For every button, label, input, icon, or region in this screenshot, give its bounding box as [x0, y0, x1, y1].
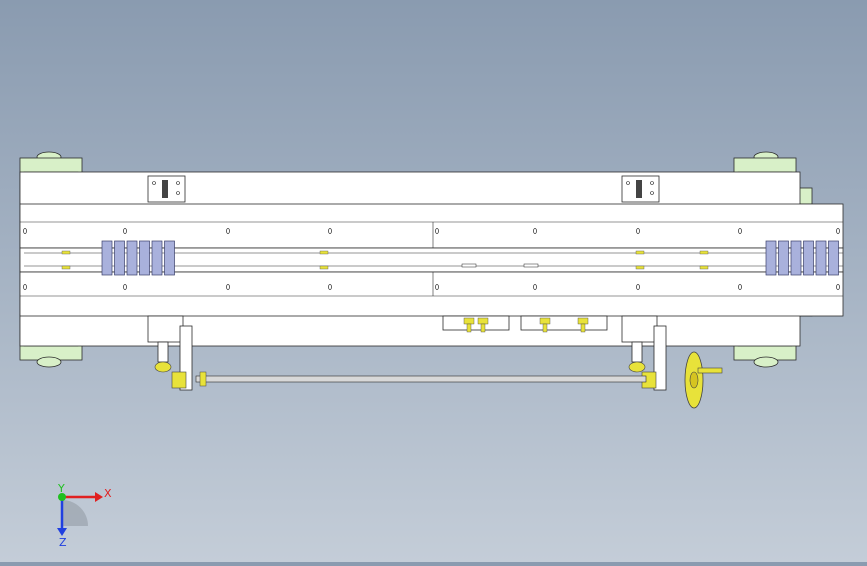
bottom-bracket-right[interactable] — [621, 315, 667, 391]
sensor-module-left[interactable] — [442, 315, 510, 333]
slider-block[interactable] — [101, 240, 113, 276]
y-axis-dot — [58, 493, 66, 501]
top-bracket-right[interactable] — [621, 175, 660, 203]
z-axis-label: Z — [59, 536, 67, 549]
slider-block[interactable] — [778, 240, 789, 276]
slider-block[interactable] — [815, 240, 827, 276]
x-axis-label: X — [104, 487, 112, 500]
y-axis-label: Y — [57, 482, 65, 495]
slider-block[interactable] — [151, 240, 163, 276]
slider-block[interactable] — [790, 240, 802, 276]
drive-shaft[interactable] — [195, 371, 647, 387]
slider-block[interactable] — [164, 240, 175, 276]
sensor-module-right[interactable] — [520, 315, 608, 333]
slider-blocks-left[interactable] — [101, 240, 175, 276]
handwheel-icon[interactable] — [684, 351, 723, 409]
slider-block[interactable] — [126, 240, 138, 276]
slider-block[interactable] — [828, 240, 839, 276]
bottom-bracket-left[interactable] — [147, 315, 193, 391]
slider-block[interactable] — [114, 240, 125, 276]
slider-blocks-right[interactable] — [765, 240, 839, 276]
main-frame[interactable] — [19, 171, 844, 347]
top-bracket-left[interactable] — [147, 175, 186, 203]
slider-block[interactable] — [765, 240, 777, 276]
slider-block[interactable] — [139, 240, 150, 276]
slider-block[interactable] — [803, 240, 814, 276]
orientation-triad: X Y Z — [57, 482, 112, 549]
